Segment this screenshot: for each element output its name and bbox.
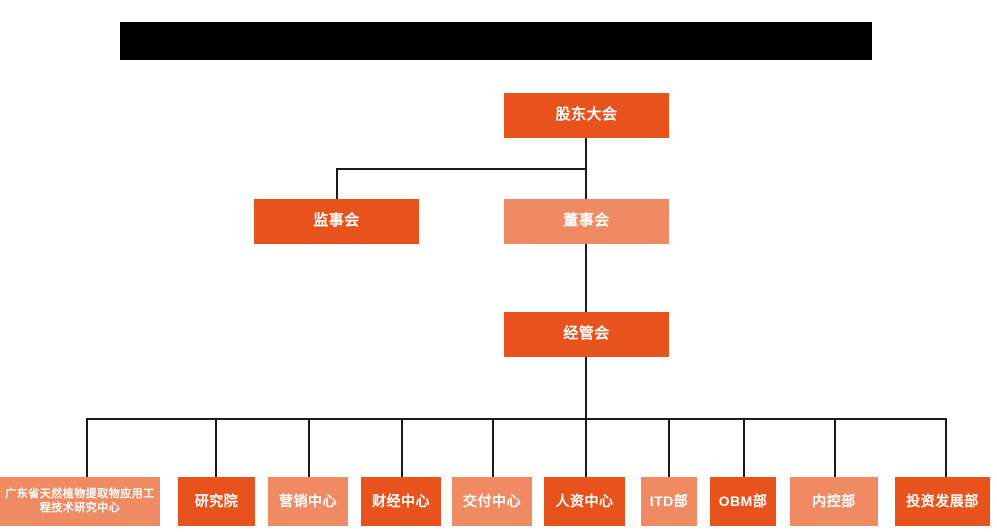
connector-shareholders-stem	[585, 138, 587, 169]
connector-drop-investment	[945, 418, 947, 477]
org-node-delivery-center[interactable]: 交付中心	[452, 477, 532, 526]
org-node-shareholders[interactable]: 股东大会	[504, 93, 669, 138]
org-node-management-committee[interactable]: 经管会	[504, 312, 669, 357]
connector-drop-hr	[585, 418, 587, 477]
org-node-label-management-committee: 经管会	[563, 325, 610, 343]
org-node-label-hr-center: 人资中心	[555, 492, 614, 509]
org-node-board-of-directors[interactable]: 董事会	[504, 199, 669, 244]
org-node-label-itd-dept: ITD部	[649, 492, 689, 509]
org-node-research-institute[interactable]: 研究院	[178, 477, 255, 526]
org-node-label-research-institute: 研究院	[194, 492, 239, 509]
connector-drop-marketing	[308, 418, 310, 477]
org-node-label-internal-control-dept: 内控部	[812, 492, 856, 509]
org-node-label-marketing-center: 营销中心	[279, 492, 337, 509]
connector-drop-gd-center	[86, 418, 88, 477]
org-node-label-supervisory-board: 监事会	[313, 212, 360, 230]
org-node-investment-development-dept[interactable]: 投资发展部	[895, 477, 990, 526]
org-node-itd-dept[interactable]: ITD部	[641, 477, 697, 526]
connector-row1-bus	[336, 168, 587, 170]
connector-row3-bus	[86, 418, 945, 420]
org-node-label-finance-center: 财经中心	[372, 492, 430, 509]
org-node-obm-dept[interactable]: OBM部	[710, 477, 776, 526]
connector-drop-itd	[668, 418, 670, 477]
connector-drop-finance	[401, 418, 403, 477]
org-node-gd-plant-extract-center[interactable]: 广东省天然植物提取物应用工程技术研究中心	[0, 477, 160, 526]
redacted-title-banner	[120, 22, 872, 60]
connector-management-stem	[585, 357, 587, 418]
org-node-label-gd-plant-extract-center: 广东省天然植物提取物应用工程技术研究中心	[5, 487, 155, 514]
connector-board-of-directors-drop	[585, 168, 587, 199]
connector-drop-research	[215, 418, 217, 477]
org-node-label-delivery-center: 交付中心	[463, 492, 521, 509]
connector-drop-delivery	[492, 418, 494, 477]
connector-drop-obm	[743, 418, 745, 477]
connector-supervisory-board-drop	[336, 168, 338, 199]
org-node-internal-control-dept[interactable]: 内控部	[790, 477, 878, 526]
connector-board-to-management-stem	[585, 244, 587, 312]
org-node-label-board-of-directors: 董事会	[563, 212, 610, 230]
org-node-marketing-center[interactable]: 营销中心	[268, 477, 348, 526]
org-node-label-obm-dept: OBM部	[718, 492, 768, 509]
org-node-hr-center[interactable]: 人资中心	[544, 477, 625, 526]
org-node-label-shareholders: 股东大会	[555, 106, 618, 124]
org-node-label-investment-development-dept: 投资发展部	[906, 492, 979, 509]
org-node-finance-center[interactable]: 财经中心	[361, 477, 441, 526]
org-node-supervisory-board[interactable]: 监事会	[254, 199, 419, 244]
connector-drop-internal-control	[834, 418, 836, 477]
